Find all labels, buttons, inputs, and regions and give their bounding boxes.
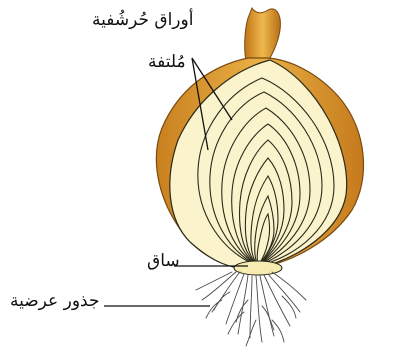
adventitious-roots: [196, 272, 306, 346]
scale-leaves-label-line1: أوراق حُرشُفية: [92, 12, 193, 29]
scale-leaves-label-line2: مُلتفة: [148, 54, 186, 71]
onion-neck: [245, 8, 281, 62]
stem-label: ساق: [147, 253, 180, 270]
basal-plate: [234, 261, 282, 275]
roots-label: جذور عرضية: [10, 293, 99, 310]
